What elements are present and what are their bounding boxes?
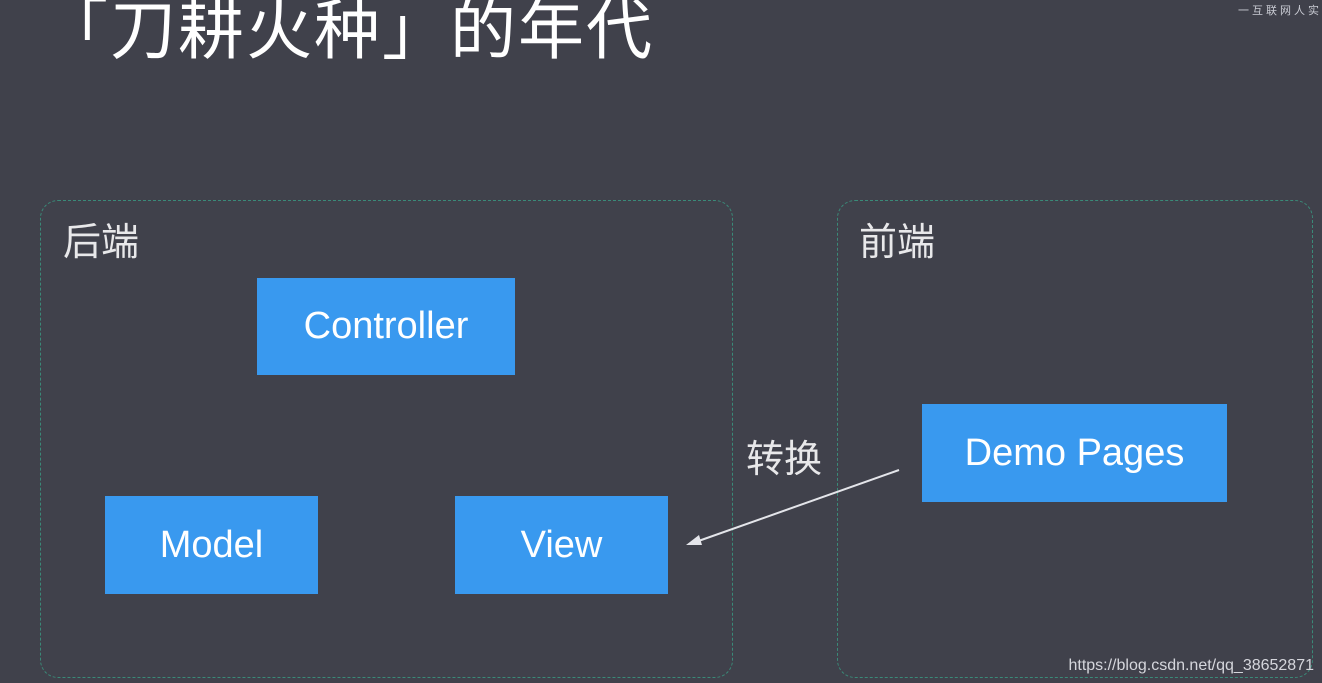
model-box: Model: [105, 496, 318, 594]
corner-caption: 一互联网人实: [1238, 4, 1322, 17]
view-box: View: [455, 496, 668, 594]
watermark: https://blog.csdn.net/qq_38652871: [1068, 657, 1314, 674]
convert-label: 转换: [746, 437, 823, 481]
backend-panel: 后端: [40, 200, 733, 678]
backend-label: 后端: [63, 220, 140, 264]
slide-title: 「刀耕火种」的年代: [42, 0, 654, 69]
controller-box: Controller: [257, 278, 515, 375]
demo-pages-box: Demo Pages: [922, 404, 1227, 502]
frontend-label: 前端: [859, 220, 936, 264]
frontend-panel: 前端: [837, 200, 1313, 678]
